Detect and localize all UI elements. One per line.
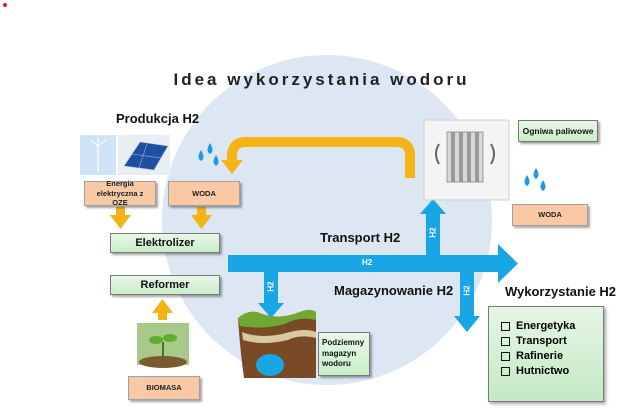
biomass-image [137, 323, 189, 368]
usage-item: Hutnictwo [501, 365, 603, 377]
fuel-cell-stack [435, 131, 495, 183]
usage-box: Energetyka Transport Rafinerie Hutnictwo [488, 306, 604, 402]
reformer-box: Reformer [110, 275, 220, 295]
storage-heading: Magazynowanie H2 [334, 283, 454, 298]
usage-item: Transport [501, 335, 603, 347]
storage-down-arrow [264, 271, 278, 305]
usage-item: Rafinerie [501, 350, 603, 362]
usage-item: Energetyka [501, 320, 603, 332]
h2-label-storage: H2 [266, 281, 276, 292]
underground-storage-box: Podziemny magazyn wodoru [318, 332, 370, 376]
h2-label-usage: H2 [462, 285, 472, 296]
electrolyzer-box: Elektrolizer [110, 233, 220, 253]
usage-heading: Wykorzystanie H2 [505, 284, 617, 299]
h2-label-horizontal: H2 [362, 258, 373, 267]
production-heading: Produkcja H2 [116, 111, 200, 126]
fuel-cells-box: Ogniwa paliwowe [518, 120, 598, 142]
return-loop-arrowhead [221, 160, 243, 174]
water-down-arrow [197, 207, 206, 217]
water-left-box: WODA [168, 181, 240, 206]
return-loop-arrow [227, 137, 415, 178]
fuel-cell-up-arrow [426, 212, 440, 256]
checkbox-icon [501, 351, 510, 361]
energy-down-arrow [116, 207, 125, 217]
water-right-box: WODA [512, 204, 588, 226]
water-drops-left-icon [198, 143, 219, 166]
usage-list: Energetyka Transport Rafinerie Hutnictwo [501, 320, 603, 377]
checkbox-icon [501, 321, 510, 331]
usage-down-arrow [460, 271, 474, 318]
main-h2-arrow [228, 255, 500, 272]
storage-cavern [256, 354, 284, 376]
renewables-image [80, 135, 170, 175]
checkbox-icon [501, 366, 510, 376]
h2-label-up: H2 [428, 227, 438, 238]
red-dot [3, 3, 7, 7]
water-drops-right-icon [524, 168, 546, 191]
transport-heading: Transport H2 [320, 230, 401, 245]
biomass-up-arrow [158, 311, 167, 320]
biomass-box: BIOMASA [128, 376, 200, 400]
checkbox-icon [501, 336, 510, 346]
energy-box: Energia elektryczna z OZE [84, 179, 156, 207]
page-title: Idea wykorzystania wodoru [173, 70, 470, 89]
